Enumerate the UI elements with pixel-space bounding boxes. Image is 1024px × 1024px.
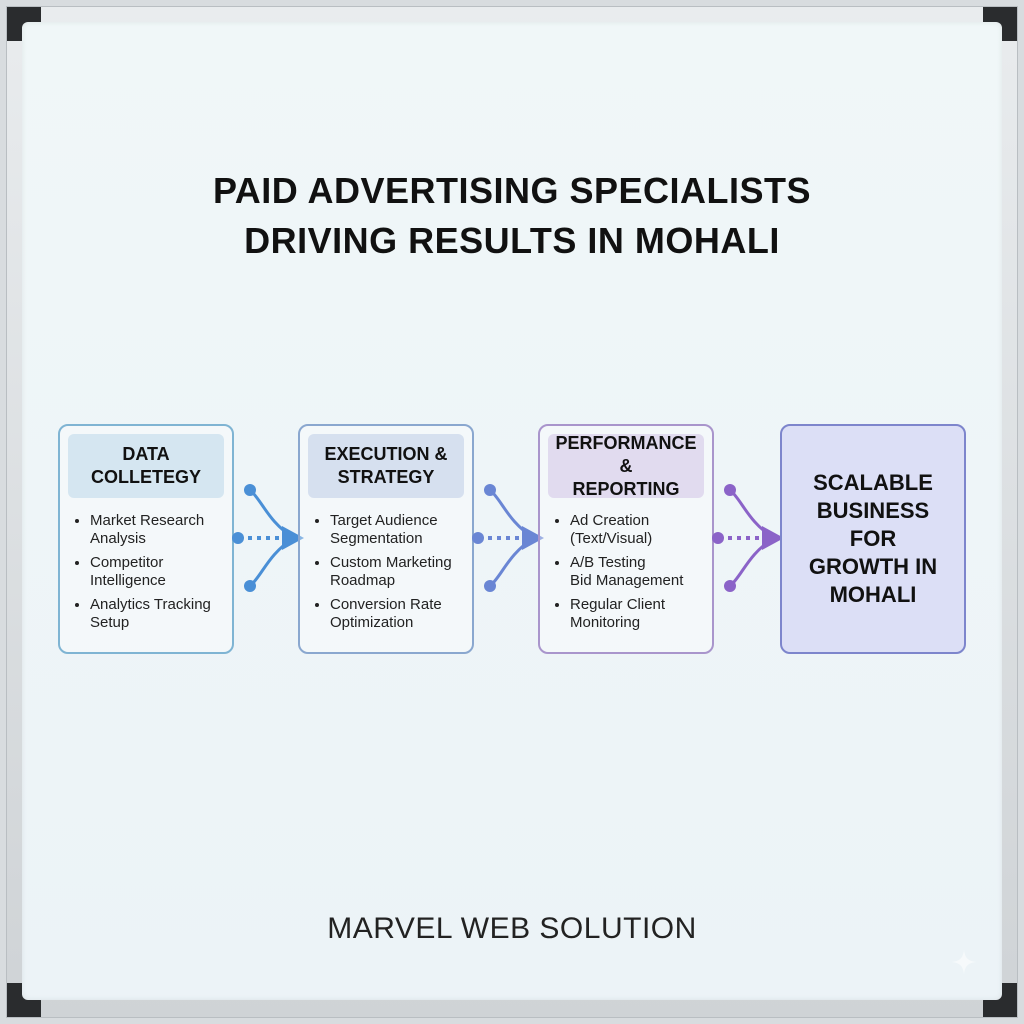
result-text: SCALABLE BUSINESS FOR GROWTH IN MOHALI	[795, 469, 951, 609]
stage-list: Ad Creation (Text/Visual) A/B Testing Bi…	[554, 512, 706, 638]
list-item: Custom Marketing Roadmap	[330, 554, 466, 590]
stage-heading: DATA COLLETEGY	[68, 434, 224, 498]
arrow-head-icon	[522, 526, 544, 550]
node-dot	[484, 580, 496, 592]
stage-heading-line: COLLETEGY	[90, 467, 201, 487]
list-item: Competitor Intelligence	[90, 554, 226, 590]
stage-heading-line: STRATEGY	[337, 467, 435, 487]
list-item: Bid Management	[570, 572, 684, 589]
stage-heading-line: EXECUTION &	[324, 444, 448, 464]
node-dot	[712, 532, 724, 544]
list-item: Target Audience Segmentation	[330, 512, 466, 548]
list-item: Conversion Rate Optimization	[330, 596, 466, 632]
list-item: A/B Testing	[570, 554, 706, 572]
node-dot	[244, 484, 256, 496]
result-card: SCALABLE BUSINESS FOR GROWTH IN MOHALI	[780, 424, 966, 654]
page-title-line-1: PAID ADVERTISING SPECIALISTS	[212, 170, 812, 211]
sparkle-icon	[952, 950, 976, 974]
stage-card-data: DATA COLLETEGY Market Research Analysis …	[58, 424, 234, 654]
node-dot	[472, 532, 484, 544]
list-item: Market Research Analysis	[90, 512, 226, 548]
list-item: Regular Client Monitoring	[570, 596, 706, 632]
stage-heading-line: REPORTING	[572, 478, 680, 499]
arrow-head-icon	[762, 526, 784, 550]
stage-list: Target Audience Segmentation Custom Mark…	[314, 512, 466, 638]
node-dot	[232, 532, 244, 544]
result-line: MOHALI	[829, 582, 917, 607]
stage-list: Market Research Analysis Competitor Inte…	[74, 512, 226, 638]
result-line: FOR	[849, 526, 897, 551]
node-dot	[724, 580, 736, 592]
list-item: Ad Creation (Text/Visual)	[570, 512, 706, 548]
footer-brand: MARVEL WEB SOLUTION	[327, 912, 697, 945]
connector-arrow-1	[232, 484, 304, 592]
connector-arrow-2	[472, 484, 544, 592]
list-item: Analytics Tracking Setup	[90, 596, 226, 632]
arrow-head-icon	[282, 526, 304, 550]
stage-card-execution: EXECUTION & STRATEGY Target Audience Seg…	[298, 424, 474, 654]
stage-heading-line: PERFORMANCE &	[555, 432, 697, 476]
stage-heading-line: DATA	[122, 444, 170, 464]
stage-heading: EXECUTION & STRATEGY	[308, 434, 464, 498]
stage-heading: PERFORMANCE & REPORTING	[548, 432, 704, 499]
stage-card-performance: PERFORMANCE & REPORTING Ad Creation (Tex…	[538, 424, 714, 654]
result-line: BUSINESS	[816, 498, 930, 523]
node-dot	[484, 484, 496, 496]
result-line: SCALABLE	[813, 470, 933, 495]
node-dot	[244, 580, 256, 592]
result-line: GROWTH IN	[808, 554, 938, 579]
node-dot	[724, 484, 736, 496]
connector-arrow-3	[712, 484, 784, 592]
page-title-line-2: DRIVING RESULTS IN MOHALI	[244, 220, 780, 261]
